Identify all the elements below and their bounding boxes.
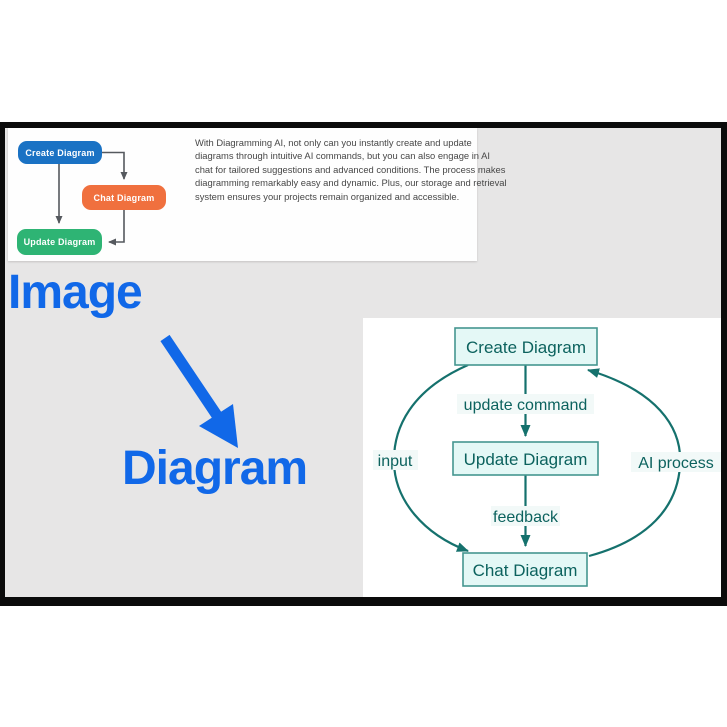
node-chat-diagram [462, 552, 588, 587]
mini-node-update-diagram: Update Diagram [17, 229, 102, 255]
feature-description: With Diagramming AI, not only can you in… [195, 136, 507, 203]
edge-label-input: input [378, 453, 413, 470]
description-line: diagrams through intuitive AI commands, … [195, 150, 490, 162]
mini-node-create-diagram: Create Diagram [18, 141, 102, 164]
edge-label-bg [373, 450, 418, 470]
edge-label-bg [631, 452, 721, 472]
feature-card: Create Diagram Chat Diagram Update Diagr… [8, 128, 507, 261]
description-line: With Diagramming AI, not only can you in… [195, 137, 472, 148]
edge-label-ai-process: AI process [638, 455, 714, 472]
edge-label-bg [491, 506, 560, 526]
edge-label-update-command: update command [464, 397, 588, 414]
generated-flowchart: update command feedback input AI process… [373, 327, 721, 587]
node-create-diagram-label: Create Diagram [466, 338, 586, 357]
mini-flowchart-arrows [55, 151, 128, 246]
description-line: diagramming remarkably easy and dynamic.… [195, 177, 507, 189]
edge-label-bg [457, 394, 594, 414]
description-line: system ensures your projects remain orga… [195, 190, 460, 202]
diagram-label: Diagram [122, 442, 308, 495]
diagram-panel: update command feedback input AI process… [363, 318, 721, 597]
node-create-diagram [454, 327, 598, 366]
node-update-diagram-label: Update Diagram [464, 450, 588, 469]
description-line: chat for tailored suggestions and advanc… [195, 163, 506, 175]
node-chat-diagram-label: Chat Diagram [473, 561, 578, 580]
mini-node-chat-diagram: Chat Diagram [82, 185, 166, 210]
blue-arrow-icon [160, 334, 238, 448]
image-label: Image [8, 266, 143, 319]
node-update-diagram [452, 441, 599, 476]
edge-label-feedback: feedback [493, 509, 559, 526]
